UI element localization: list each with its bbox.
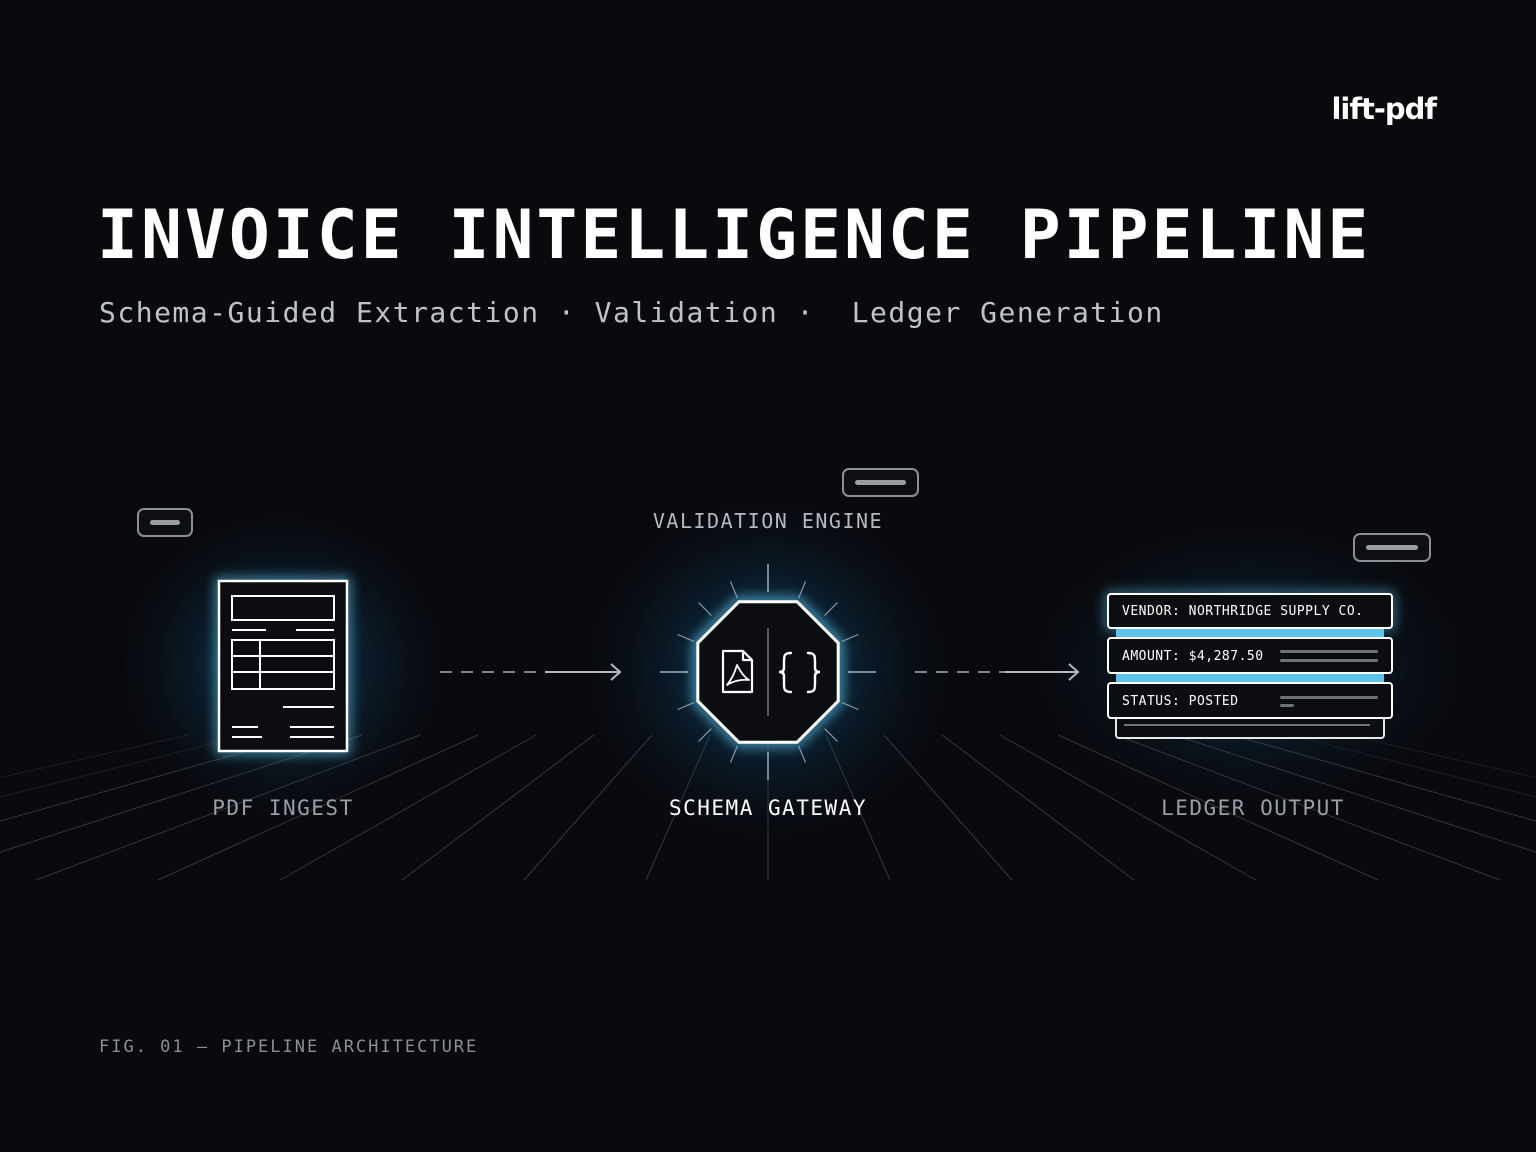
ledger-accent-bar bbox=[1116, 673, 1384, 683]
schema-gateway-icon bbox=[693, 597, 843, 747]
gateway-ray bbox=[698, 728, 712, 742]
curly-braces-icon bbox=[778, 651, 821, 694]
output-label: LEDGER OUTPUT bbox=[1161, 796, 1345, 820]
ledger-row-status: STATUS: POSTED bbox=[1107, 682, 1393, 719]
status-pill-gateway bbox=[842, 468, 919, 497]
gateway-ray bbox=[824, 728, 838, 742]
ledger-accent-bar bbox=[1116, 628, 1384, 638]
gateway-ray bbox=[729, 581, 738, 599]
grid-line bbox=[999, 734, 1257, 881]
status-pill-ingest bbox=[137, 508, 193, 537]
ledger-stack: VENDOR: NORTHRIDGE SUPPLY CO. AMOUNT: $4… bbox=[1105, 591, 1395, 739]
grid-line bbox=[0, 734, 189, 779]
brand-logo: lift-pdf bbox=[1331, 92, 1437, 126]
gateway-ray bbox=[798, 581, 807, 599]
ledger-row-vendor: VENDOR: NORTHRIDGE SUPPLY CO. bbox=[1107, 593, 1393, 629]
status-pill-output bbox=[1353, 533, 1431, 562]
gateway-ray bbox=[677, 702, 695, 711]
grid-line bbox=[941, 734, 1135, 881]
gateway-rays bbox=[660, 564, 876, 780]
ledger-row-text: VENDOR: NORTHRIDGE SUPPLY CO. bbox=[1122, 604, 1363, 619]
gateway-label: SCHEMA GATEWAY bbox=[669, 796, 867, 820]
pdf-file-icon bbox=[721, 649, 754, 694]
gateway-ray bbox=[841, 702, 859, 711]
connector-ingest-to-gateway bbox=[440, 663, 622, 681]
gateway-ray bbox=[729, 745, 738, 763]
gateway-top-label: VALIDATION ENGINE bbox=[653, 509, 883, 533]
ingest-label: PDF INGEST bbox=[212, 796, 353, 820]
gateway-ray bbox=[698, 602, 712, 616]
page-title: INVOICE INTELLIGENCE PIPELINE bbox=[97, 196, 1372, 275]
grid-line bbox=[1347, 734, 1536, 779]
gateway-ray bbox=[824, 602, 838, 616]
document-icon bbox=[216, 578, 350, 754]
ledger-row-amount: AMOUNT: $4,287.50 bbox=[1107, 637, 1393, 674]
page-subtitle: Schema-Guided Extraction · Validation · … bbox=[99, 296, 1164, 329]
figure-caption: FIG. 01 — PIPELINE ARCHITECTURE bbox=[99, 1037, 479, 1057]
grid-line bbox=[401, 734, 595, 881]
ledger-row-text: AMOUNT: $4,287.50 bbox=[1122, 649, 1264, 664]
ledger-row-text: STATUS: POSTED bbox=[1122, 694, 1239, 709]
connector-gateway-to-output bbox=[915, 663, 1080, 681]
gateway-ray bbox=[677, 633, 695, 642]
grid-line bbox=[279, 734, 537, 881]
gateway-ray bbox=[841, 633, 859, 642]
gateway-ray bbox=[798, 745, 807, 763]
